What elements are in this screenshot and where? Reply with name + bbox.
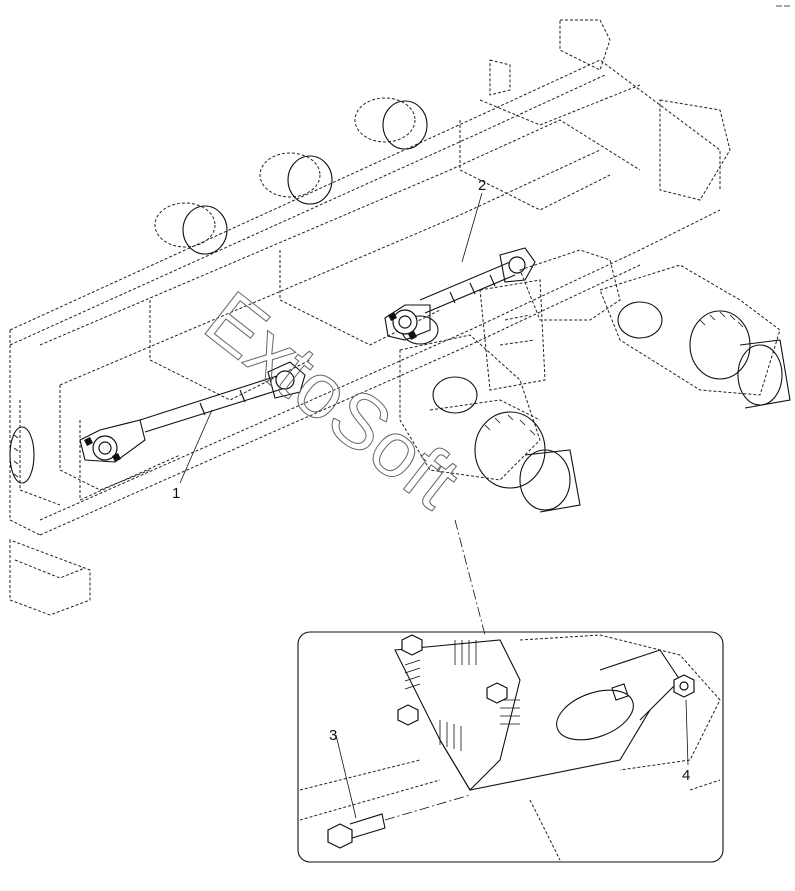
rear-axle [519, 249, 791, 409]
callout-2: 2 [478, 177, 486, 194]
nut-4 [673, 674, 695, 698]
flange-fins [404, 640, 520, 751]
front-hub [9, 426, 35, 484]
callout-leaders [179, 192, 689, 819]
detail-leader [454, 519, 486, 636]
callout-3: 3 [329, 727, 337, 744]
callout-4: 4 [682, 767, 690, 784]
chassis-frame [9, 19, 731, 616]
driveshaft-1 [79, 361, 306, 463]
upper-cylinders [154, 97, 439, 345]
bolt-3 [327, 813, 386, 849]
callout-1: 1 [172, 485, 180, 502]
detail-inset [297, 631, 724, 863]
middle-axle [399, 334, 581, 513]
driveshaft-2 [384, 247, 536, 341]
